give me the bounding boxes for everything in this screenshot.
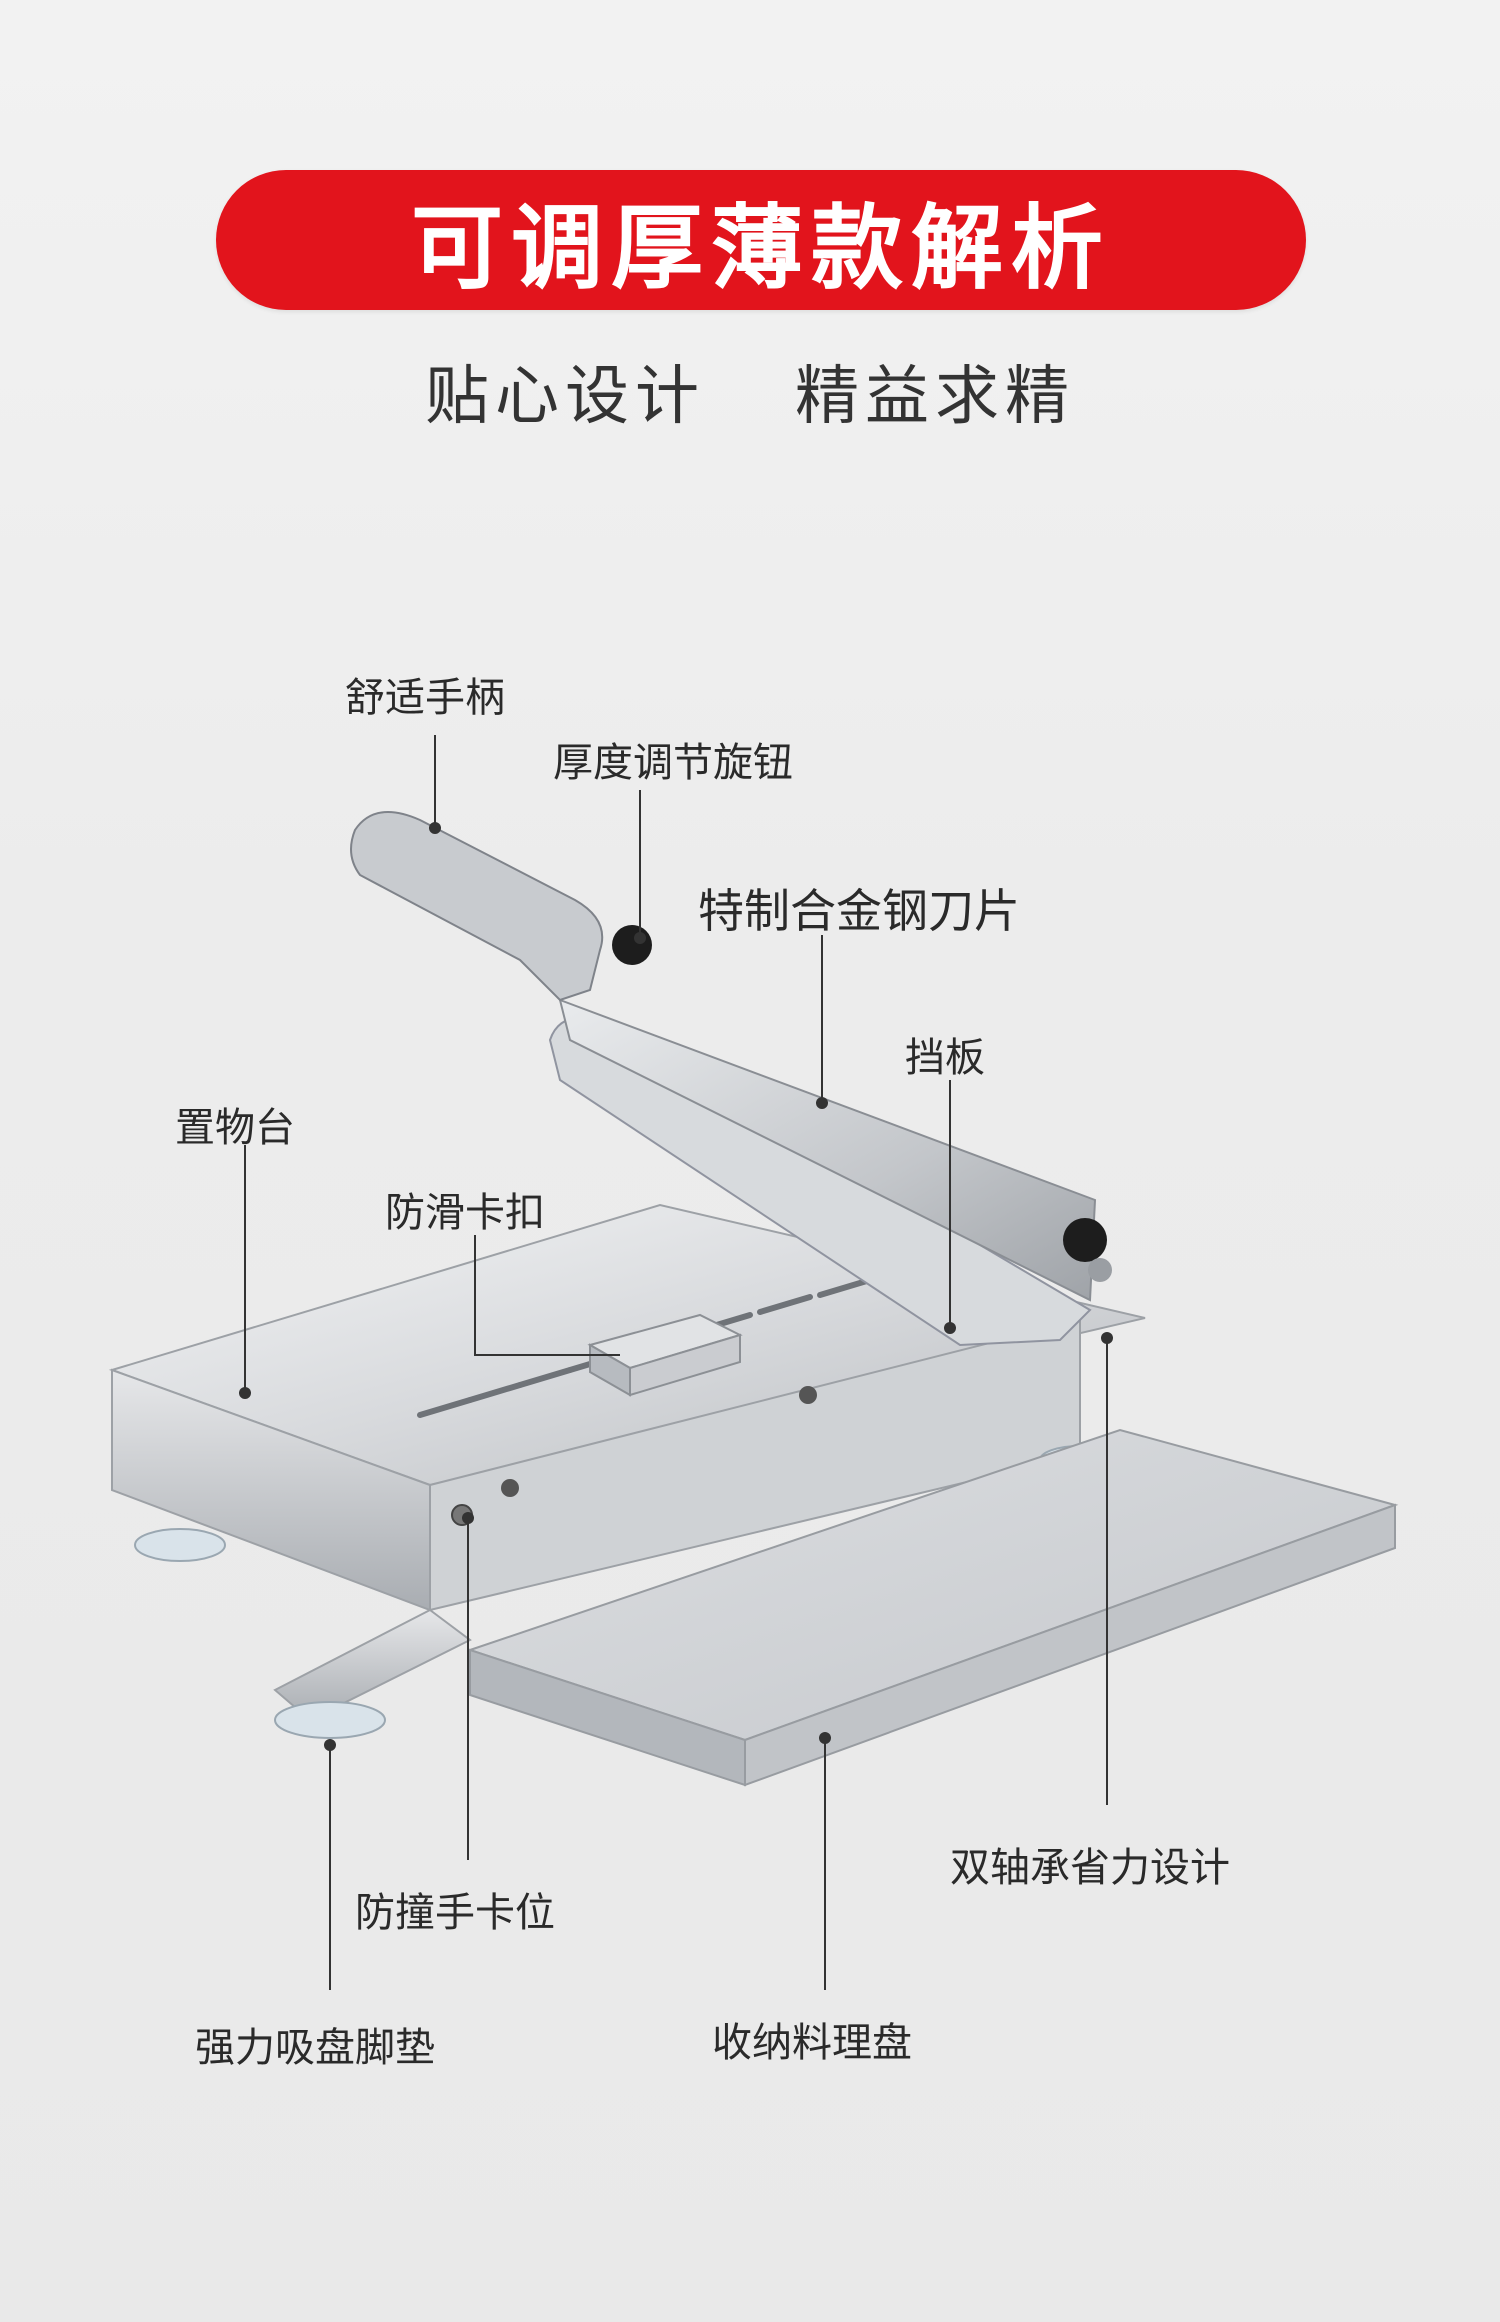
callout-guard: 防撞手卡位 <box>355 1890 555 1936</box>
title-banner: 可调厚薄款解析 <box>216 170 1306 310</box>
subtitle: 贴心设计 精益求精 <box>0 345 1500 437</box>
callout-baffle: 挡板 <box>905 1035 985 1081</box>
subtitle-right: 精益求精 <box>795 360 1075 434</box>
callout-tray: 收纳料理盘 <box>712 2020 912 2066</box>
subtitle-left: 贴心设计 <box>425 360 705 434</box>
blade-assembly-shape <box>350 811 1112 1347</box>
callout-bearing: 双轴承省力设计 <box>950 1845 1230 1891</box>
callout-knob: 厚度调节旋钮 <box>553 740 793 786</box>
callout-platform: 置物台 <box>175 1105 295 1151</box>
tray-shape <box>466 1428 1399 1787</box>
banner-title: 可调厚薄款解析 <box>410 193 1111 302</box>
callout-handle: 舒适手柄 <box>345 675 505 721</box>
leader-dots <box>239 822 1113 1751</box>
callout-clip: 防滑卡扣 <box>385 1190 545 1236</box>
leader-lines <box>244 735 1108 1990</box>
callout-suction: 强力吸盘脚垫 <box>195 2025 435 2071</box>
callout-blade: 特制合金钢刀片 <box>698 884 1020 938</box>
anti-slip-clip-shape <box>587 1313 743 1397</box>
